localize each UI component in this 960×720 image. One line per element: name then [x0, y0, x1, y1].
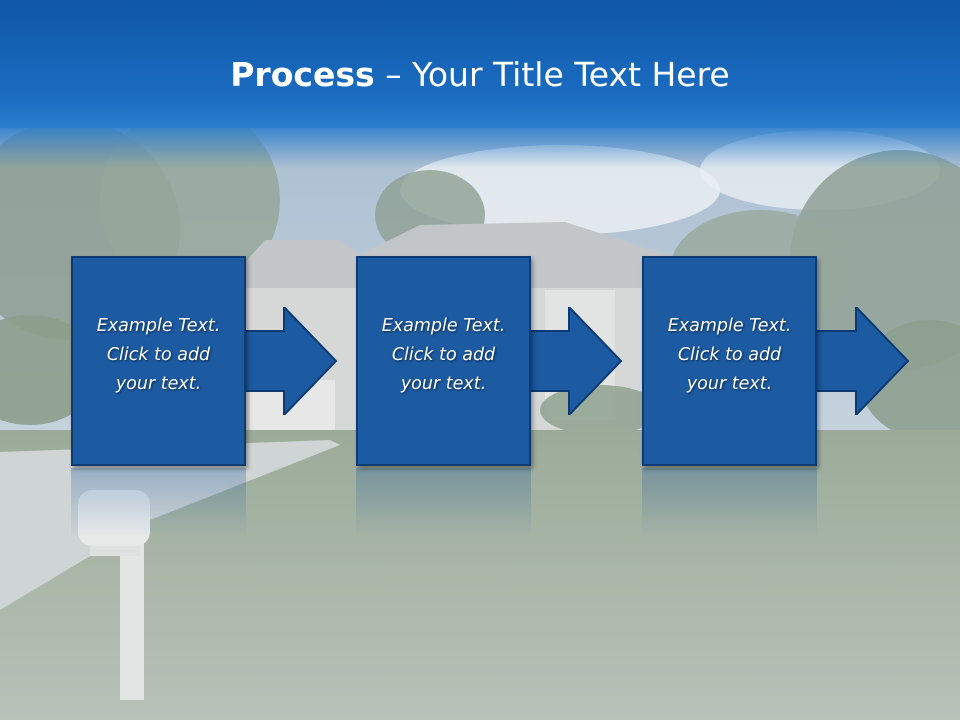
step-1-line-2: Click to add: [106, 345, 211, 365]
title-bar-fade: [0, 128, 960, 168]
process-step-3[interactable]: Example Text. Click to add your text.: [642, 256, 817, 466]
arrow-right-icon: [814, 307, 910, 415]
step-3-line-2: Click to add: [677, 345, 782, 365]
step-3-line-3: your text.: [686, 374, 773, 394]
step-2-line-2: Click to add: [391, 345, 496, 365]
step-1-reflection: [71, 468, 246, 538]
step-2-text[interactable]: Example Text. Click to add your text.: [358, 312, 529, 399]
step-3-text[interactable]: Example Text. Click to add your text.: [644, 312, 815, 399]
arrow-right-icon: [527, 307, 623, 415]
title-rest: – Your Title Text Here: [374, 55, 730, 94]
process-step-1[interactable]: Example Text. Click to add your text.: [71, 256, 246, 466]
step-2-line-3: your text.: [400, 374, 487, 394]
step-1-line-1: Example Text.: [96, 316, 221, 336]
step-3-reflection: [642, 468, 817, 538]
title-strong: Process: [230, 55, 375, 94]
process-step-2[interactable]: Example Text. Click to add your text.: [356, 256, 531, 466]
step-2-line-1: Example Text.: [381, 316, 506, 336]
arrow-right-icon: [242, 307, 338, 415]
slide-title[interactable]: Process – Your Title Text Here: [0, 53, 960, 97]
step-1-line-3: your text.: [115, 374, 202, 394]
step-3-line-1: Example Text.: [667, 316, 792, 336]
title-bar: [0, 0, 960, 128]
step-2-reflection: [356, 468, 531, 538]
step-1-text[interactable]: Example Text. Click to add your text.: [73, 312, 244, 399]
